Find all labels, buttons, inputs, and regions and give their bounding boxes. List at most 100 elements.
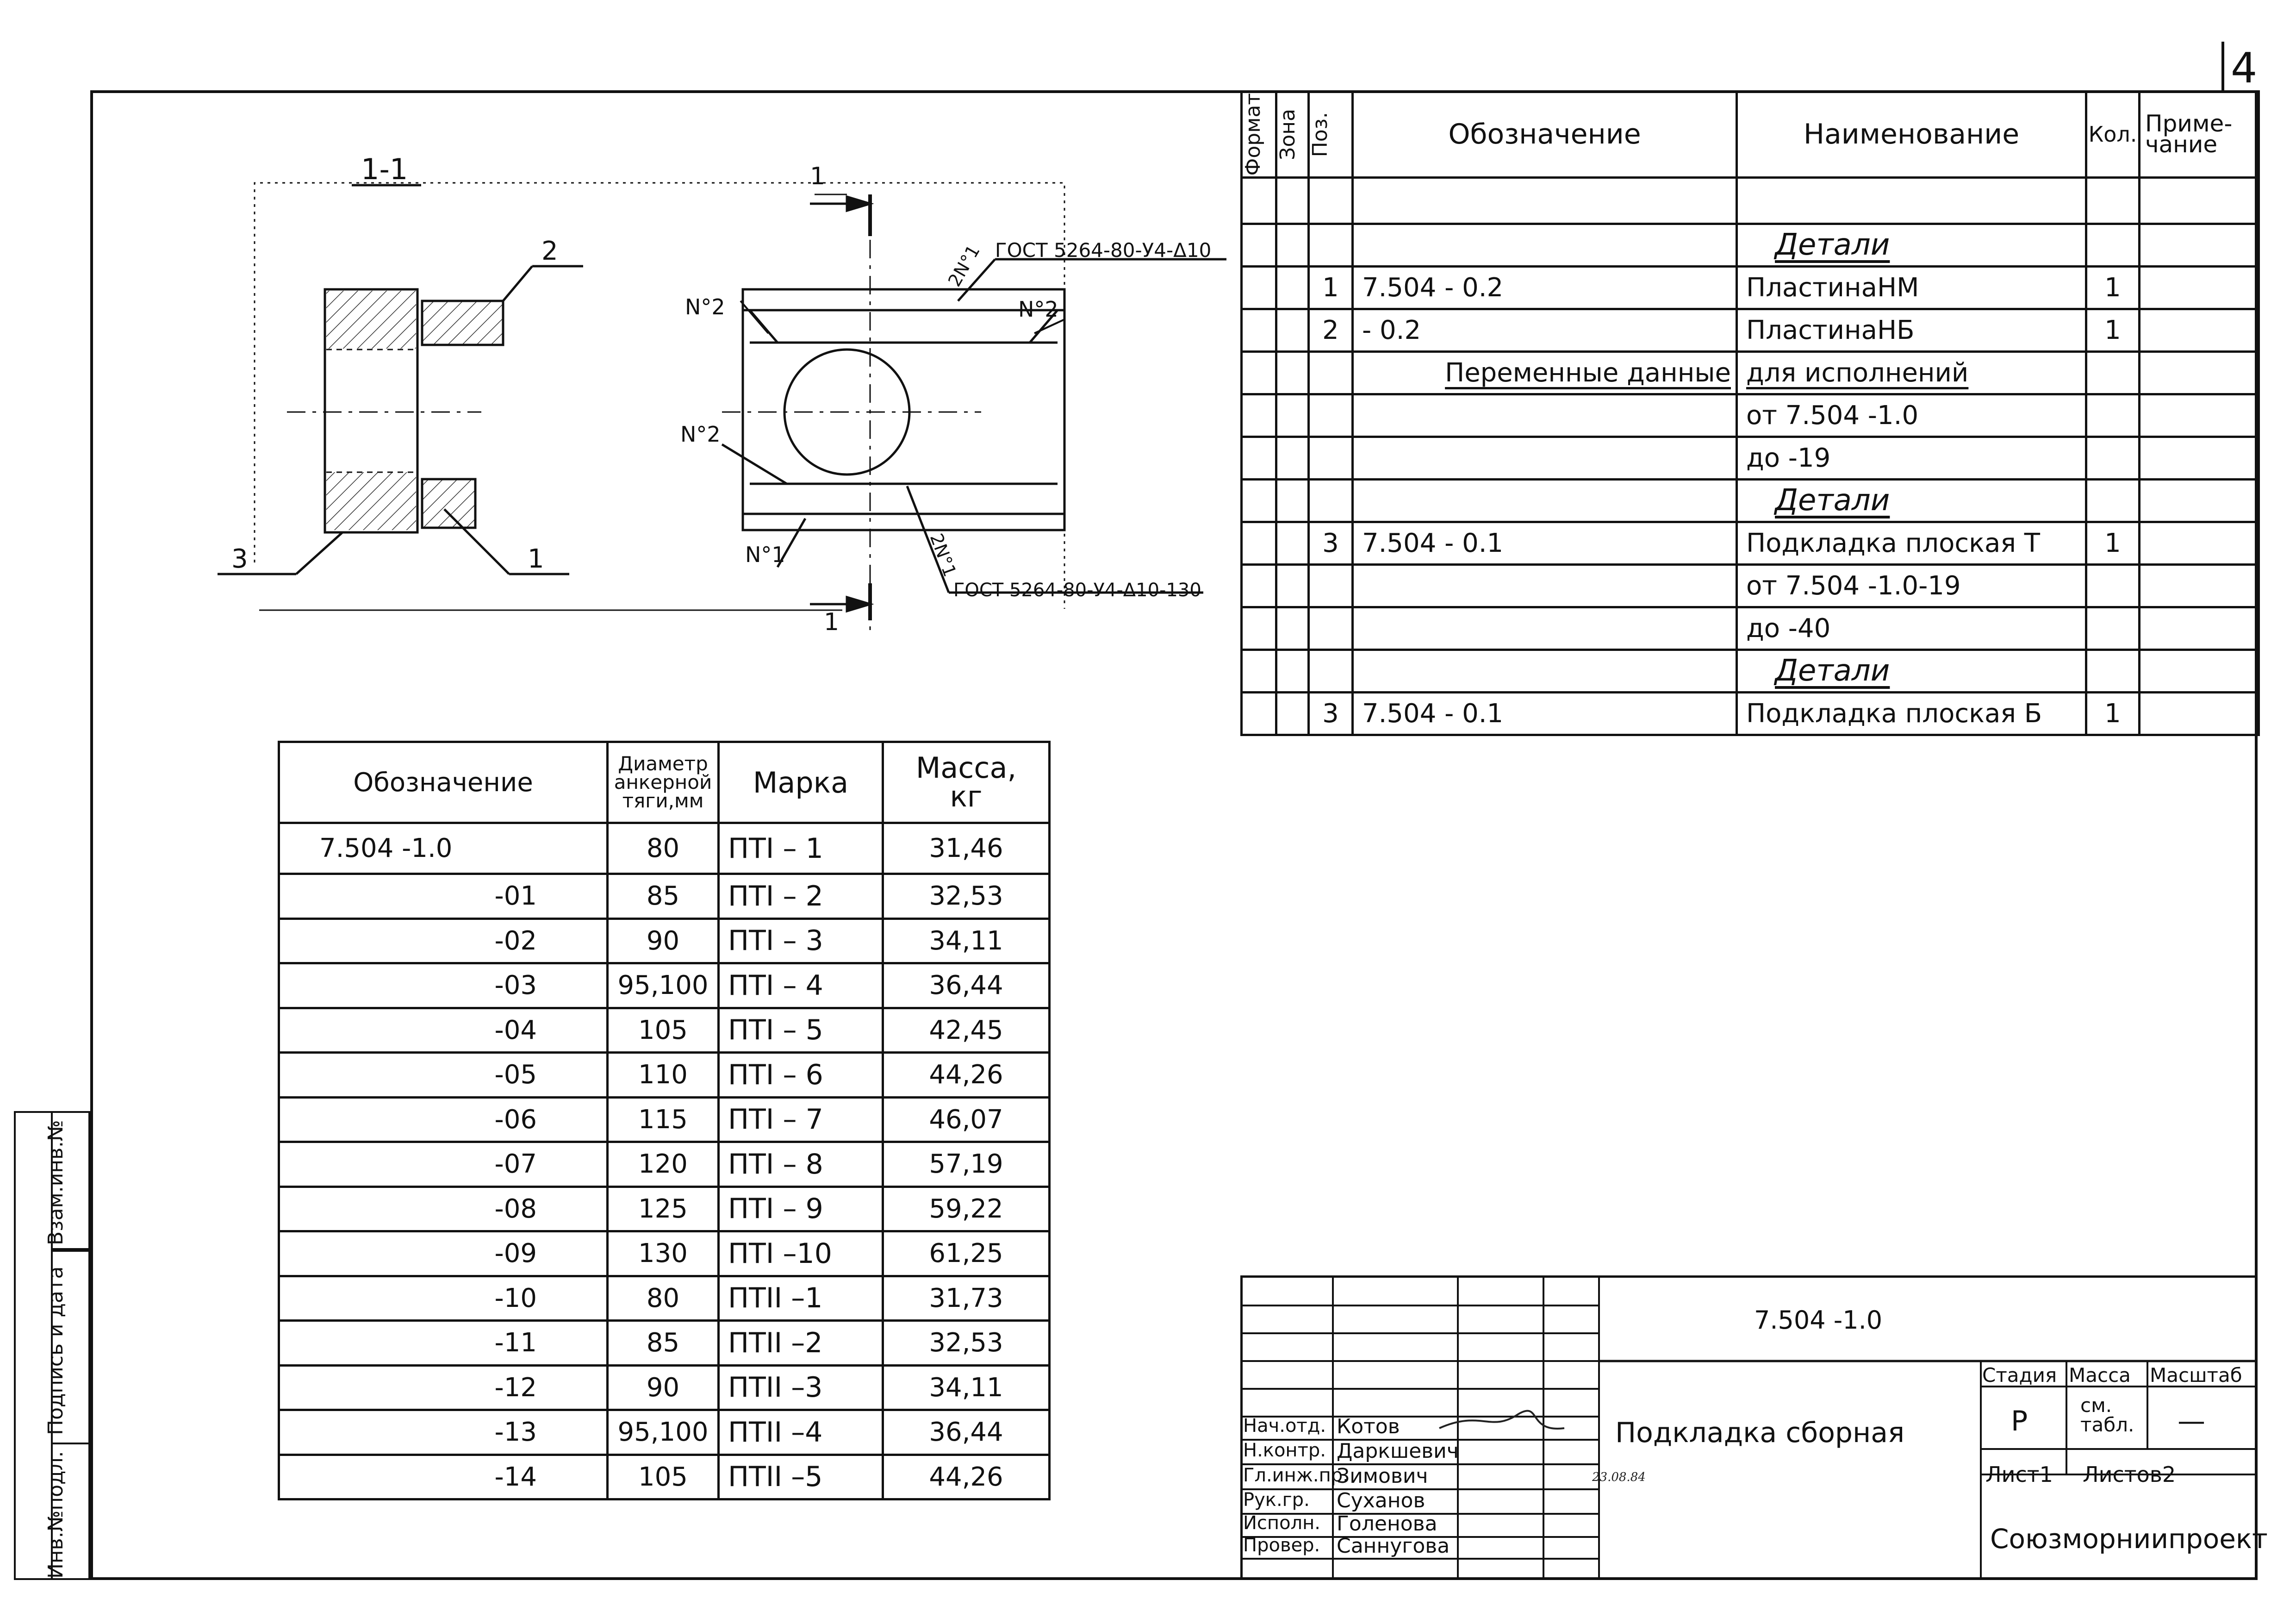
spec-cell-name: от 7.504 -1.0-19 <box>1736 563 2087 608</box>
spec-cell-pos <box>1307 648 1354 693</box>
variants-cell-mass: 31,73 <box>882 1274 1051 1322</box>
spec-section-heading: Детали <box>1736 222 2087 268</box>
spec-header-designation: Обозначение <box>1351 90 1738 179</box>
variants-cell-mass: 42,45 <box>882 1006 1051 1054</box>
variants-cell-mass: 44,26 <box>882 1051 1051 1099</box>
variants-cell-diameter: 125 <box>606 1185 720 1232</box>
variants-cell-mass: 34,11 <box>882 1364 1051 1411</box>
variants-cell-diameter: 95,100 <box>606 1409 720 1456</box>
variants-cell-mass: 36,44 <box>882 962 1051 1009</box>
spec-cell-format <box>1240 307 1277 353</box>
spec-cell-note <box>2138 520 2260 566</box>
staff-role: Исполн. <box>1243 1512 1320 1534</box>
variants-header-diameter: Диаметр анкерной тяги,мм <box>606 741 720 824</box>
spec-row: от 7.504 -1.0-19 <box>1240 563 2260 608</box>
spec-cell-note <box>2138 222 2260 268</box>
variants-cell-designation: -04 <box>278 1006 609 1054</box>
variants-cell-mark: ПТI – 8 <box>717 1141 884 1188</box>
spec-cell-zone <box>1275 478 1310 523</box>
variants-cell-mark: ПТI – 5 <box>717 1006 884 1054</box>
spec-cell-note <box>2138 648 2260 693</box>
variants-cell-designation: -09 <box>278 1230 609 1277</box>
spec-cell-pos <box>1307 478 1354 523</box>
spec-cell-designation <box>1351 435 1738 481</box>
variants-cell-designation: -07 <box>278 1141 609 1188</box>
mass-value: см. табл. <box>2080 1394 2134 1436</box>
organization: Союзморниипроект <box>1990 1523 2268 1555</box>
variants-cell-mass: 59,22 <box>882 1185 1051 1232</box>
stage-label: Стадия <box>1982 1364 2057 1387</box>
variants-cell-mass: 34,11 <box>882 917 1051 964</box>
spec-row: Детали <box>1240 222 2260 268</box>
side-stamp <box>14 1111 90 1580</box>
callout-1: 1 <box>528 544 544 574</box>
spec-cell-designation <box>1351 648 1738 693</box>
staff-name: Котов <box>1337 1415 1400 1438</box>
variants-cell-mark: ПТII –4 <box>717 1409 884 1456</box>
spec-cell-name: ПластинаНБ <box>1736 307 2087 353</box>
spec-cell-zone <box>1275 520 1310 566</box>
variants-cell-diameter: 95,100 <box>606 962 720 1009</box>
section-drawing <box>218 182 1226 634</box>
spec-cell-note <box>2138 478 2260 523</box>
spec-cell-qty <box>2085 563 2140 608</box>
variants-cell-designation: -10 <box>278 1274 609 1322</box>
spec-header-row: Формат Зона Поз. Обозначение Наименовани… <box>1240 90 2260 179</box>
spec-cell-designation <box>1351 393 1738 438</box>
spec-cell-pos: 1 <box>1307 265 1354 310</box>
variants-cell-diameter: 105 <box>606 1006 720 1054</box>
variants-cell-diameter: 80 <box>606 822 720 875</box>
variants-cell-mark: ПТI – 9 <box>717 1185 884 1232</box>
spec-header-name: Наименование <box>1736 90 2087 179</box>
spec-cell-variable: Переменные данные <box>1351 350 1738 395</box>
spec-cell-pos: 3 <box>1307 691 1354 736</box>
variants-cell-mark: ПТI – 1 <box>717 822 884 875</box>
spec-cell-name <box>1736 176 2087 225</box>
variants-cell-mass: 61,25 <box>882 1230 1051 1277</box>
spec-cell-qty <box>2085 176 2140 225</box>
spec-cell-qty <box>2085 478 2140 523</box>
spec-cell-zone <box>1275 350 1310 395</box>
spec-cell-format <box>1240 691 1277 736</box>
spec-cell-designation <box>1351 176 1738 225</box>
staff-name: Голенова <box>1337 1512 1437 1536</box>
variants-cell-mass: 44,26 <box>882 1453 1051 1500</box>
variants-cell-diameter: 90 <box>606 1364 720 1411</box>
spec-row <box>1240 176 2260 225</box>
variants-cell-mark: ПТI – 6 <box>717 1051 884 1099</box>
staff-role: Нач.отд. <box>1243 1415 1326 1437</box>
variants-cell-designation: -08 <box>278 1185 609 1232</box>
variants-cell-diameter: 130 <box>606 1230 720 1277</box>
spec-cell-note <box>2138 435 2260 481</box>
spec-cell-designation <box>1351 606 1738 651</box>
gost-top: ГОСТ 5264-80-У4-Δ10 <box>995 239 1212 262</box>
spec-header-qty: Кол. <box>2085 90 2140 179</box>
section-label: 1-1 <box>361 152 408 186</box>
spec-header-note: Приме- чание <box>2138 90 2260 179</box>
spec-cell-note <box>2138 350 2260 395</box>
callout-3: 3 <box>231 544 248 574</box>
spec-cell-pos <box>1307 350 1354 395</box>
staff-name: Зимович <box>1337 1464 1428 1488</box>
spec-cell-format <box>1240 606 1277 651</box>
sheets-label: Листов2 <box>2083 1462 2176 1487</box>
spec-cell-pos <box>1307 393 1354 438</box>
doc-code: 7.504 -1.0 <box>1754 1305 1883 1335</box>
spec-cell-note <box>2138 307 2260 353</box>
variants-cell-mark: ПТI – 4 <box>717 962 884 1009</box>
spec-cell-zone <box>1275 563 1310 608</box>
side-stamp-vzam: Взам.инв.№ <box>44 1120 68 1245</box>
side-stamp-sign: Подпись и дата <box>44 1266 68 1435</box>
sign-date: 23.08.84 <box>1592 1470 1646 1484</box>
variants-cell-mass: 32,53 <box>882 1319 1051 1367</box>
staff-name: Саннугова <box>1337 1534 1450 1558</box>
spec-cell-pos <box>1307 222 1354 268</box>
